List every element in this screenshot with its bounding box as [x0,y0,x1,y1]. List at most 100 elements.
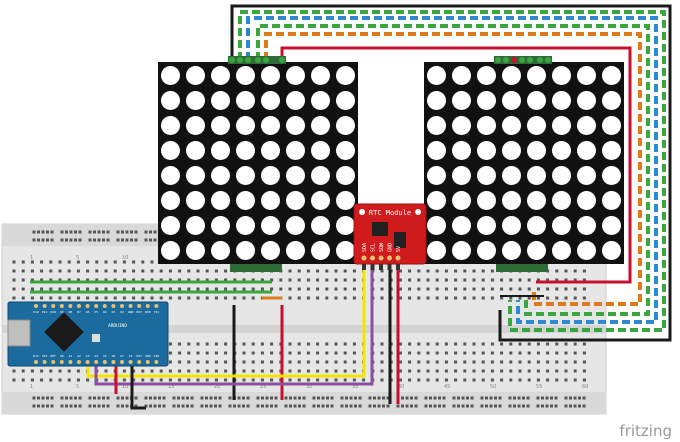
breadboard-hole [498,404,502,408]
breadboard-hole [536,396,540,400]
breadboard-hole [343,278,347,282]
breadboard-hole [485,396,488,400]
breadboard-hole [330,396,334,400]
breadboard-hole [12,269,16,273]
breadboard-hole [582,278,586,282]
arduino-pin-label: REF [50,354,56,358]
breadboard-hole [573,287,577,291]
breadboard-hole [134,404,138,408]
breadboard-hole [224,342,228,346]
breadboard-hole [122,296,126,300]
breadboard-hole [121,396,124,400]
left-matrix-led [186,241,205,260]
breadboard-column-number: 10 [122,384,128,390]
breadboard-hole [352,351,356,355]
breadboard-column-number: 1 [30,384,33,390]
rtc-pin-label: GND [388,243,394,252]
breadboard-hole [172,396,176,400]
breadboard-hole [41,238,45,242]
breadboard-hole [104,287,108,291]
breadboard-hole [349,404,353,408]
breadboard-hole [325,351,329,355]
breadboard-hole [312,396,316,400]
breadboard-hole [398,287,402,291]
breadboard-hole [500,287,504,291]
breadboard-hole [481,342,485,346]
arduino-pin-label: D12 [33,310,39,314]
breadboard-hole [121,238,124,242]
breadboard-hole [214,396,217,400]
breadboard-hole [67,369,71,373]
breadboard-hole [30,378,34,382]
breadboard-hole [67,378,71,382]
breadboard-hole [178,351,182,355]
breadboard-hole [463,287,467,291]
rtc-chip-2 [394,232,406,248]
breadboard-hole [334,378,338,382]
breadboard-hole [205,269,209,273]
left-matrix-led [311,91,330,110]
breadboard-hole [67,287,71,291]
breadboard-hole [555,378,559,382]
breadboard-hole [233,404,236,408]
right-matrix-led [477,191,496,210]
arduino-pin-label: D5 [94,310,98,314]
breadboard-hole [214,269,218,273]
breadboard-hole [233,296,237,300]
breadboard-hole [50,230,54,234]
breadboard-hole [472,296,476,300]
breadboard-hole [518,378,522,382]
breadboard-hole [429,396,432,400]
breadboard-hole [178,287,182,291]
breadboard-hole [555,269,559,273]
arduino-pin [128,304,133,308]
breadboard-hole [130,230,133,234]
breadboard-hole [444,287,448,291]
breadboard-hole [536,369,540,373]
breadboard-hole [481,351,485,355]
breadboard-hole [224,278,228,282]
arduino-pin [94,360,99,364]
breadboard-hole [21,260,25,264]
wire-black-loop [230,4,672,342]
breadboard-hole [398,360,402,364]
breadboard-hole [121,230,124,234]
breadboard-hole [265,404,269,408]
breadboard-hole [144,238,148,242]
breadboard-hole [426,342,430,346]
breadboard-hole [573,278,577,282]
breadboard-hole [187,278,191,282]
breadboard-hole [46,404,49,408]
breadboard-hole [481,296,485,300]
arduino-pin-label: D6 [86,310,90,314]
breadboard-hole [564,278,568,282]
breadboard-hole [573,369,577,373]
breadboard-hole [417,269,421,273]
breadboard-hole [546,351,550,355]
wire-green-dashed-2 [256,24,650,316]
breadboard-hole [260,378,264,382]
breadboard-hole [536,378,540,382]
breadboard-hole [12,378,16,382]
breadboard-hole [546,278,550,282]
breadboard-hole [149,238,152,242]
rtc-pin-header [362,264,366,270]
arduino-pin-label: 5V [129,354,133,358]
left-matrix-led [261,241,280,260]
right-matrix-leds [427,66,621,260]
left-matrix-led [211,116,230,135]
breadboard-hole [500,342,504,346]
breadboard-hole [454,378,458,382]
right-matrix-led [602,166,621,185]
breadboard-hole [569,404,572,408]
breadboard-hole [405,396,409,400]
breadboard-hole [485,404,488,408]
breadboard-hole [196,360,200,364]
breadboard-hole [298,404,301,408]
breadboard-hole [490,278,494,282]
breadboard-hole [168,378,172,382]
breadboard-hole [358,404,362,408]
breadboard-hole [480,396,484,400]
breadboard-hole [113,287,117,291]
